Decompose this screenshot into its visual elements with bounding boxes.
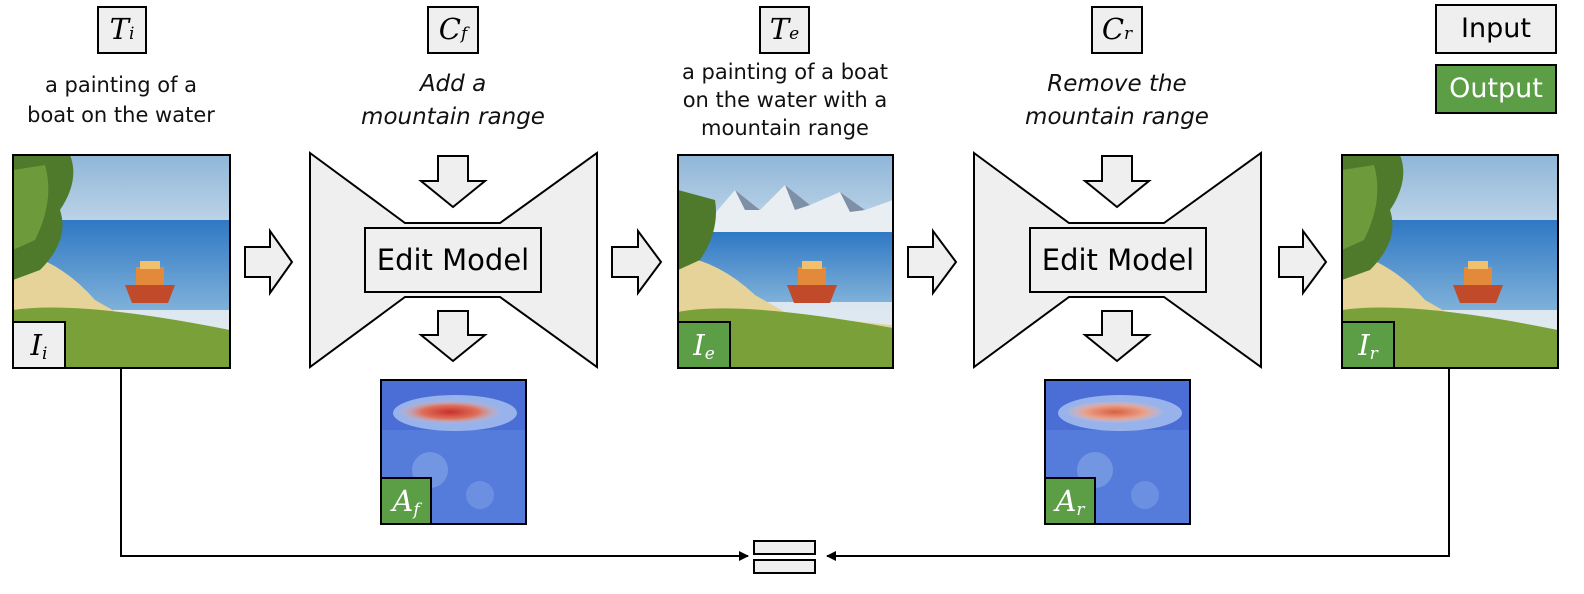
edited-text-line-2: on the water with a — [682, 88, 888, 112]
reverse-condition-tag: Cr — [1091, 6, 1143, 54]
forward-condition-tag: Cf — [427, 6, 479, 54]
arrow-to-reverse-model — [907, 227, 958, 297]
legend-output-label: Output — [1449, 73, 1543, 104]
reconstructed-to-comparison-line — [826, 369, 1450, 561]
initial-text-line-2: boat on the water — [27, 103, 215, 127]
reverse-condition-line-2: mountain range — [1025, 104, 1209, 130]
forward-attention-frame: Af — [380, 379, 527, 525]
legend-input: Input — [1435, 4, 1557, 54]
condition-arrow-forward — [418, 155, 488, 209]
condition-arrow-reverse — [1082, 155, 1152, 209]
edited-text-line-3: mountain range — [701, 116, 869, 140]
initial-text-caption: a painting of a boat on the water — [10, 70, 232, 130]
legend-output: Output — [1435, 64, 1557, 114]
reverse-attention-tag: Ar — [1046, 477, 1096, 523]
attention-arrow-reverse — [1082, 310, 1152, 363]
reverse-condition-line-1: Remove the — [1047, 71, 1187, 97]
initial-image-tag: Ii — [14, 321, 66, 367]
initial-image-frame: Ii — [12, 154, 231, 369]
initial-text-tag: Ti — [97, 6, 147, 54]
legend-input-label: Input — [1461, 13, 1531, 44]
arrow-to-reconstructed-image — [1278, 227, 1328, 297]
attention-arrow-forward — [418, 310, 488, 363]
initial-image — [13, 155, 230, 368]
edited-text-tag: Te — [759, 6, 810, 54]
reverse-edit-model-label: Edit Model — [1041, 243, 1195, 277]
equality-symbol — [753, 540, 816, 574]
forward-condition-caption: Add a mountain range — [330, 68, 576, 134]
reconstructed-image-frame: Ir — [1341, 154, 1559, 369]
reconstructed-image-tag: Ir — [1343, 321, 1395, 367]
arrow-to-forward-model — [244, 227, 294, 297]
edited-image-frame: Ie — [677, 154, 894, 369]
reverse-condition-caption: Remove the mountain range — [994, 68, 1240, 134]
arrow-to-edited-image — [611, 227, 663, 297]
forward-edit-model-box: Edit Model — [364, 227, 542, 293]
forward-condition-line-1: Add a — [419, 71, 487, 97]
edited-text-line-1: a painting of a boat — [681, 60, 888, 84]
initial-text-line-1: a painting of a — [44, 73, 198, 97]
reconstructed-image — [1342, 155, 1558, 368]
reverse-edit-model-box: Edit Model — [1029, 227, 1207, 293]
forward-attention-tag: Af — [382, 477, 432, 523]
forward-edit-model-label: Edit Model — [376, 243, 530, 277]
edited-image-tag: Ie — [679, 321, 731, 367]
forward-condition-line-2: mountain range — [361, 104, 545, 130]
edited-text-caption: a painting of a boat on the water with a… — [660, 58, 910, 142]
reverse-attention-frame: Ar — [1044, 379, 1191, 525]
initial-to-comparison-line — [120, 369, 749, 561]
